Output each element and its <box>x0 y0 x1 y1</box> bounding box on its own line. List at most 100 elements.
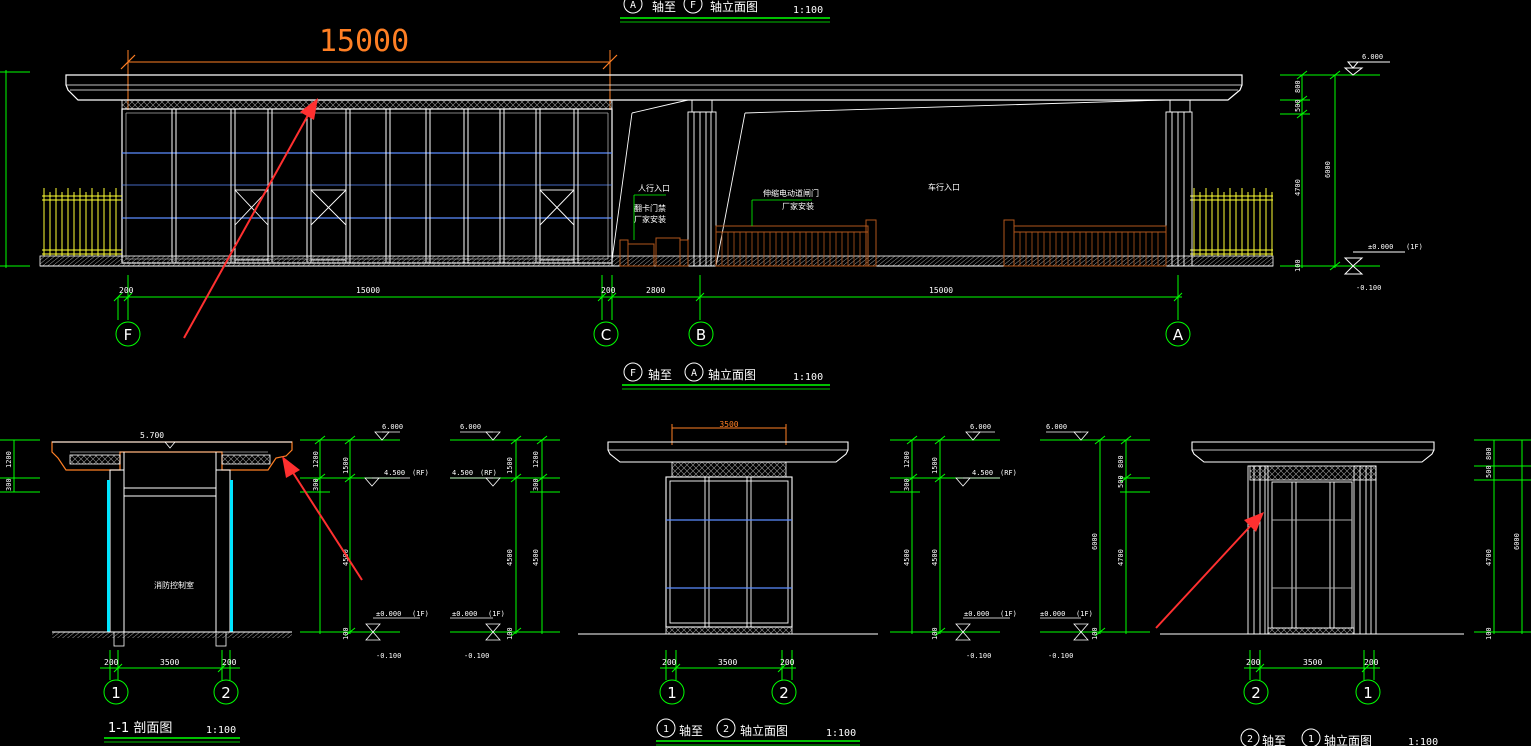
right-dim-800: 800 <box>1294 80 1302 93</box>
left-railing <box>42 188 122 256</box>
right-dim-6000: 6000 <box>1324 161 1332 178</box>
far-right-dim-100: 100 <box>1485 627 1493 640</box>
column-a <box>1165 99 1193 267</box>
right-title-text1: 轴至 <box>1262 733 1286 746</box>
label-gate2-sub: 厂家安装 <box>782 201 814 211</box>
section-level-dims-4: 6.000 ±0.000 (1F) -0.100 800 500 6000 47… <box>1040 423 1150 660</box>
label-vehicle: 车行入口 <box>928 182 960 192</box>
section-title-scale: 1:100 <box>206 725 236 736</box>
sd4-d4700: 4700 <box>1117 549 1125 566</box>
small-title-text1: 轴至 <box>679 723 703 738</box>
small-axis-2: 2 <box>779 684 789 702</box>
right-level-6000: 6.000 <box>1362 53 1383 61</box>
top-title-axis2: F <box>690 0 696 11</box>
axis-c: C <box>601 326 611 344</box>
sd1-d300: 300 <box>312 478 320 491</box>
sd3-d100: 100 <box>931 627 939 640</box>
small-dim-1: 200 <box>662 658 677 667</box>
top-title: A 轴至 F 轴立面图 1:100 <box>620 0 830 23</box>
right-level-neg: -0.100 <box>1356 284 1381 292</box>
far-right-dim-500: 500 <box>1485 465 1493 478</box>
label-pedestrian: 人行入口 <box>638 183 670 193</box>
right-level-1f: (1F) <box>1406 243 1423 251</box>
small-title-axis2: 2 <box>723 724 729 735</box>
sd2-d100: 100 <box>506 627 514 640</box>
sd1-d4500: 4500 <box>342 549 350 566</box>
top-title-text2: 轴立面图 <box>710 0 758 14</box>
main-dim-1: 200 <box>119 286 134 295</box>
main-dim-3: 200 <box>601 286 616 295</box>
sd4-neg: -0.100 <box>1048 652 1073 660</box>
axis-f: F <box>124 326 133 344</box>
sd2-d1200: 1200 <box>532 451 540 468</box>
main-top-dimension: 15000 <box>319 24 409 59</box>
sd4-d500: 500 <box>1117 475 1125 488</box>
sd2-zero: ±0.000 <box>452 610 477 618</box>
main-dim-5: 15000 <box>929 286 953 295</box>
section-left-dim-300: 300 <box>5 478 13 491</box>
label-gate2: 伸缩电动道闸门 <box>763 188 819 198</box>
sd4-zero: ±0.000 <box>1040 610 1065 618</box>
right-level-0: ±0.000 <box>1368 243 1393 251</box>
small-dim-2: 3500 <box>718 658 737 667</box>
right-title-axis1: 2 <box>1247 734 1253 745</box>
sd2-d4500b: 4500 <box>532 549 540 566</box>
sd4-1f: (1F) <box>1076 610 1093 618</box>
sd3-d1500: 1500 <box>931 457 939 474</box>
section-level-dims-3: 6.000 4.500 (RF) ±0.000 (1F) -0.100 1200… <box>890 423 1017 660</box>
sd3-level45: 4.500 <box>972 469 993 477</box>
sd1-level45: 4.500 <box>384 469 405 477</box>
right-elevation: 200 3500 200 2 1 2 轴至 1 轴立面图 1:100 800 <box>1160 439 1531 746</box>
sd1-1f: (1F) <box>412 610 429 618</box>
column-b <box>687 99 717 267</box>
sd3-1f: (1F) <box>1000 610 1017 618</box>
section-1-1: 1200 300 5.700 消防控制室 <box>0 431 293 743</box>
right-elev-axis-1: 1 <box>1363 684 1373 702</box>
top-title-scale: 1:100 <box>793 5 823 16</box>
main-dim-4: 2800 <box>646 286 665 295</box>
main-dim-2: 15000 <box>356 286 380 295</box>
sd2-level45: 4.500 <box>452 469 473 477</box>
sd1-level6: 6.000 <box>382 423 403 431</box>
sd4-d6000: 6000 <box>1091 533 1099 550</box>
right-dim-4700: 4700 <box>1294 179 1302 196</box>
section-axis-2: 2 <box>221 684 231 702</box>
sd1-neg: -0.100 <box>376 652 401 660</box>
sd2-1f: (1F) <box>488 610 505 618</box>
axis-a: A <box>1173 326 1184 344</box>
annotation-arrows <box>183 98 1264 629</box>
section-room-label: 消防控制室 <box>154 580 194 590</box>
far-right-dim-4700: 4700 <box>1485 549 1493 566</box>
sd2-neg: -0.100 <box>464 652 489 660</box>
right-elev-dim-3: 200 <box>1364 658 1379 667</box>
sd3-zero: ±0.000 <box>964 610 989 618</box>
main-title-axis2: A <box>691 368 697 379</box>
main-title-text1: 轴至 <box>648 367 672 382</box>
sd2-rf: (RF) <box>480 469 497 477</box>
top-title-axis1: A <box>630 0 636 11</box>
main-title-scale: 1:100 <box>793 372 823 383</box>
right-title-scale: 1:100 <box>1408 737 1438 746</box>
sd2-d1500: 1500 <box>506 457 514 474</box>
section-left-dim-1200: 1200 <box>5 451 13 468</box>
section-dim-2: 3500 <box>160 658 179 667</box>
small-title-text2: 轴立面图 <box>740 723 788 738</box>
right-dim-500: 500 <box>1294 99 1302 112</box>
gates <box>619 219 1167 267</box>
main-title-text2: 轴立面图 <box>708 367 756 382</box>
main-title: F 轴至 A 轴立面图 1:100 <box>622 362 830 390</box>
sd2-d4500: 4500 <box>506 549 514 566</box>
sd3-rf: (RF) <box>1000 469 1017 477</box>
sd1-d1500: 1500 <box>342 457 350 474</box>
main-elevation: 15000 <box>0 24 1423 347</box>
sd4-d800: 800 <box>1117 455 1125 468</box>
right-elev-axis-2: 2 <box>1251 684 1261 702</box>
sd2-d300: 300 <box>532 478 540 491</box>
sd3-level6: 6.000 <box>970 423 991 431</box>
section-dim-1: 200 <box>104 658 119 667</box>
right-elev-dim-2: 3500 <box>1303 658 1322 667</box>
right-dim-100: 100 <box>1294 259 1302 272</box>
small-title-scale: 1:100 <box>826 728 856 739</box>
section-title: 1-1 剖面图 <box>108 721 172 736</box>
